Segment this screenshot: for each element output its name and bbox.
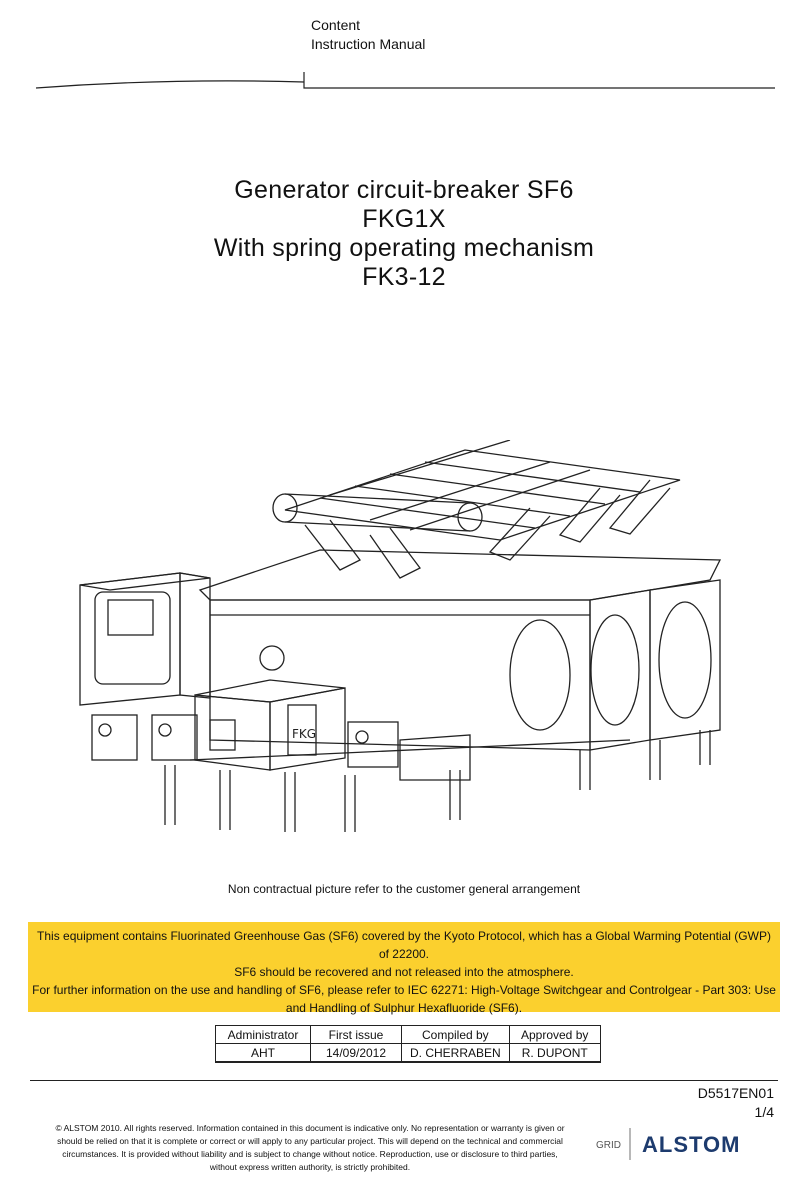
legal-line-3: circumstances. It is provided without li… <box>62 1149 558 1159</box>
header-content-label: Content <box>311 17 361 33</box>
copyright-notice: © ALSTOM 2010. All rights reserved. Info… <box>30 1122 590 1174</box>
warning-line-5: and Handling of Sulphur Hexafluoride (SF… <box>285 1001 523 1015</box>
grid-logo-text: GRID <box>596 1140 621 1151</box>
page-number: 1/4 <box>754 1104 774 1120</box>
ducts <box>304 479 671 579</box>
figure-caption: Non contractual picture refer to the cus… <box>227 882 581 896</box>
warning-line-2: of 22200. <box>378 947 430 961</box>
warning-line-4: For further information on the use and h… <box>32 983 776 997</box>
support-legs <box>164 730 711 832</box>
approval-header-row: Administrator First issue Compiled by Ap… <box>215 1025 601 1044</box>
footer-divider <box>30 1080 778 1081</box>
legal-line-2: should be relied on that it is complete … <box>57 1136 563 1146</box>
main-enclosure <box>198 549 722 751</box>
document-header: Content Instruction Manual <box>311 16 425 54</box>
compiled-by-value: D. CHERRABEN <box>401 1043 510 1063</box>
left-cabinet <box>79 572 211 706</box>
first-issue-header: First issue <box>310 1025 402 1044</box>
compiled-by-header: Compiled by <box>401 1025 510 1044</box>
approved-by-header: Approved by <box>508 1025 601 1044</box>
title-line-1: Generator circuit-breaker SF6 <box>234 176 574 204</box>
title-line-2: FKG1X <box>362 205 446 233</box>
auxiliary-boxes <box>91 714 471 781</box>
document-reference: D5517EN01 1/4 <box>698 1084 774 1122</box>
administrator-header: Administrator <box>215 1025 311 1044</box>
warning-line-1: This equipment contains Fluorinated Gree… <box>37 929 771 943</box>
legal-line-1: © ALSTOM 2010. All rights reserved. Info… <box>55 1123 565 1133</box>
legal-line-4: without express written authority, is st… <box>209 1162 411 1172</box>
administrator-value: AHT <box>215 1043 311 1063</box>
mechanism-box: FKG <box>194 645 346 771</box>
approval-table: Administrator First issue Compiled by Ap… <box>215 1025 601 1063</box>
alstom-logo-text: ALSTOM <box>642 1132 740 1157</box>
title-line-4: FK3-12 <box>362 263 446 291</box>
first-issue-value: 14/09/2012 <box>310 1043 402 1063</box>
header-curve-line <box>35 72 775 89</box>
cooling-panels <box>272 440 681 541</box>
approval-value-row: AHT 14/09/2012 D. CHERRABEN R. DUPONT <box>215 1043 601 1063</box>
title-line-3: With spring operating mechanism <box>213 234 595 262</box>
document-number: D5517EN01 <box>697 1085 774 1101</box>
grid-alstom-logo: GRID ALSTOM <box>596 1128 740 1160</box>
circuit-breaker-drawing: FKG <box>79 440 722 832</box>
approved-by-value: R. DUPONT <box>508 1043 601 1063</box>
warning-line-3: SF6 should be recovered and not released… <box>234 965 574 979</box>
sf6-warning-box: This equipment contains Fluorinated Gree… <box>28 922 780 1015</box>
fkg-label: FKG <box>292 727 316 741</box>
header-manual-label: Instruction Manual <box>311 36 426 52</box>
document-title: Generator circuit-breaker SF6 FKG1X With… <box>0 176 808 292</box>
